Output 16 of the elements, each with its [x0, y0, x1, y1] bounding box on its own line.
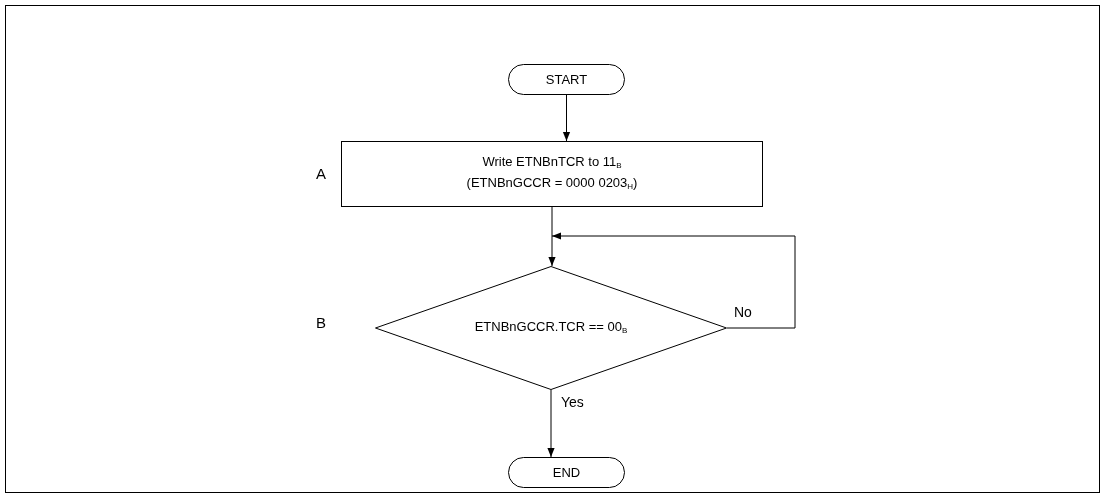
- arrow: [548, 206, 556, 267]
- arrow: [562, 94, 571, 142]
- step-label: B: [316, 314, 326, 331]
- terminal-box: [508, 64, 625, 95]
- arrow: [547, 389, 555, 458]
- node-text: ETNBnGCCR.TCR == 00$_{B}$: [474, 317, 628, 337]
- edge-label: No: [732, 304, 754, 320]
- decision-diamond: [375, 266, 727, 390]
- arrow: [551, 232, 796, 329]
- process-box: [341, 141, 763, 207]
- terminal-box: [508, 457, 625, 488]
- step-label: A: [316, 165, 326, 182]
- node-text: START: [545, 71, 588, 88]
- node-text: END: [552, 464, 581, 481]
- edge-label: Yes: [559, 394, 586, 410]
- node-text: Write ETNBnTCR to 11$_{B}$ (ETNBnGCCR = 0000 0203$_{H}$): [465, 153, 639, 193]
